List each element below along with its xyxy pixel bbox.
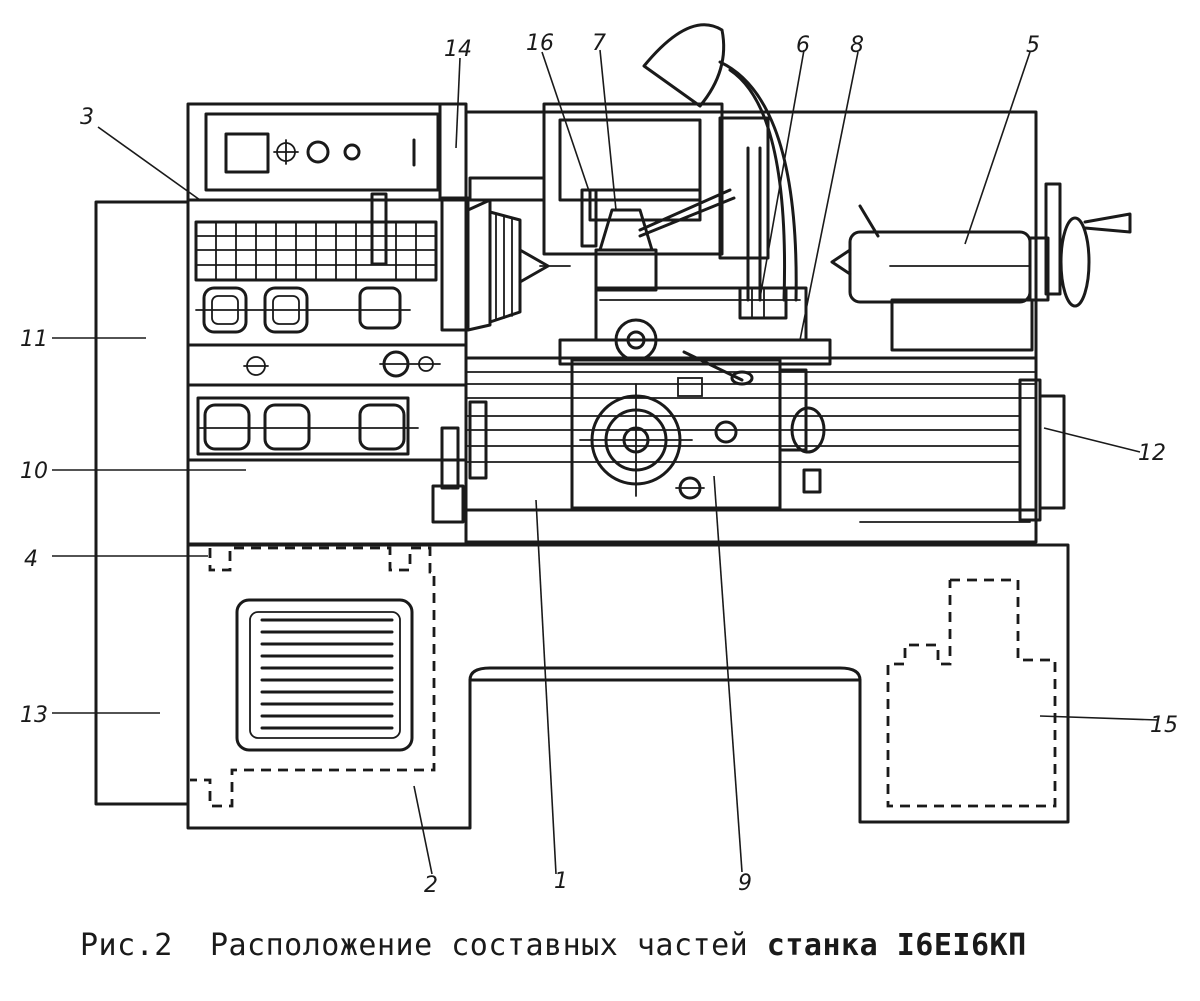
callout-1: 1 xyxy=(554,869,568,894)
callout-5: 5 xyxy=(1026,33,1040,58)
callout-9: 9 xyxy=(738,871,752,896)
end-bracket xyxy=(1018,378,1066,522)
callout-16: 16 xyxy=(526,31,554,56)
headstock xyxy=(186,102,468,546)
tailstock xyxy=(830,182,1132,352)
caption-text: Расположение составных частей xyxy=(209,928,749,963)
figure-caption: Рис.2 Расположение составных частей стан… xyxy=(80,928,1120,963)
apron xyxy=(570,350,826,510)
callout-10: 10 xyxy=(20,459,48,484)
carriage xyxy=(558,286,832,366)
machine-base xyxy=(186,543,1070,830)
caption-machine: станка I6EI6КП xyxy=(766,928,1027,963)
work-lamp xyxy=(642,23,798,302)
caption-prefix: Рис.2 xyxy=(80,928,173,963)
chip-guard xyxy=(468,102,770,302)
spindle-chuck xyxy=(440,196,571,332)
callout-12: 12 xyxy=(1138,441,1166,466)
electrical-cabinet xyxy=(190,546,436,808)
callout-15: 15 xyxy=(1150,713,1178,738)
lathe-bed xyxy=(464,110,1038,544)
coolant-unit xyxy=(886,578,1057,808)
leader-lines xyxy=(52,49,1159,875)
callout-3: 3 xyxy=(80,105,94,130)
vent-grille xyxy=(235,598,414,752)
callout-7: 7 xyxy=(592,31,606,56)
callout-14: 14 xyxy=(444,37,472,62)
callout-6: 6 xyxy=(796,33,810,58)
callout-8: 8 xyxy=(850,33,864,58)
callout-11: 11 xyxy=(20,327,48,352)
callout-2: 2 xyxy=(424,873,438,898)
tool-post xyxy=(580,188,736,292)
callout-labels: 1 2 3 4 5 6 7 8 9 10 11 12 13 14 15 16 xyxy=(20,31,1178,898)
callout-4: 4 xyxy=(24,547,38,572)
outline-frame xyxy=(94,200,190,806)
callout-13: 13 xyxy=(20,703,48,728)
